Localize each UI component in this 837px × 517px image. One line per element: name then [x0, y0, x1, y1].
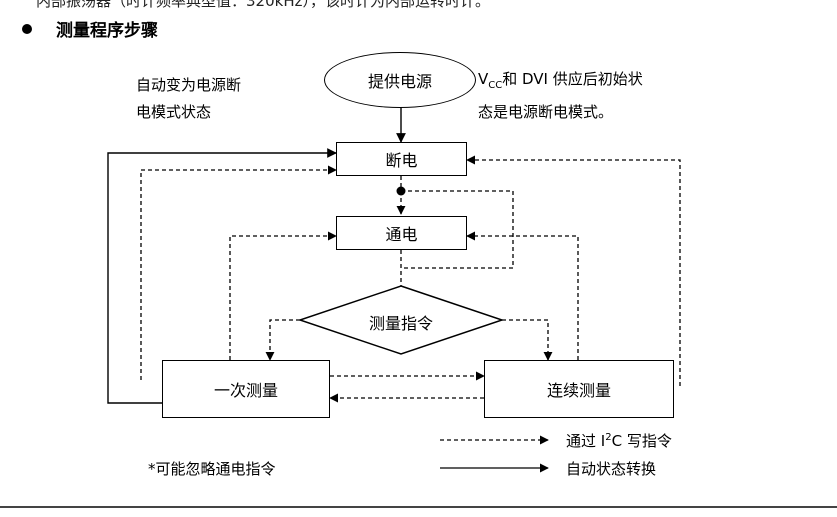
section-heading: 测量程序步骤	[22, 16, 158, 41]
note-right-line1: VCC和 DVI 供应后初始状	[478, 70, 643, 91]
arrow-junction-bypass	[401, 190, 514, 269]
legend-dashed-label: 通过 I2C 写指令	[566, 432, 672, 450]
arrow-onetime-cmd-to-powerdown	[140, 165, 337, 380]
arrow-diamond-to-onetime	[265, 319, 300, 361]
arrow-onetime-auto-to-powerdown	[107, 148, 337, 404]
arrow-continuous-to-poweron	[466, 231, 579, 360]
junction-dot	[396, 186, 406, 196]
arrow-diamond-to-continuous	[502, 319, 553, 361]
note-initial-state: VCC和 DVI 供应后初始状 态是电源断电模式。	[478, 66, 643, 126]
bullet-icon	[22, 23, 32, 34]
node-continuous-measurement: 连续测量	[484, 360, 674, 418]
node-one-time-measurement: 一次测量	[162, 360, 330, 418]
top-text-line: 内部振荡器（时计频率典型值：320kHz），该时计为内部运转时计。	[36, 0, 490, 10]
node-measure-command: 测量指令	[368, 314, 433, 333]
note-right-line2: 态是电源断电模式。	[478, 103, 614, 121]
node-power-down: 断电	[336, 142, 467, 176]
decision-diamond	[297, 285, 505, 355]
bottom-rule	[0, 506, 837, 508]
note-left-line2: 电模式状态	[136, 103, 212, 121]
arrow-continuous-to-powerdown	[466, 155, 681, 386]
heading-text: 测量程序步骤	[56, 21, 158, 41]
footnote-ignore-power-on: *可能忽略通电指令	[148, 460, 276, 478]
arrow-onetime-to-poweron	[229, 231, 337, 360]
node-power-on: 通电	[336, 216, 467, 250]
note-auto-power-down: 自动变为电源断 电模式状态	[136, 72, 241, 126]
note-left-line1: 自动变为电源断	[136, 76, 242, 94]
node-power-supply: 提供电源	[324, 52, 476, 108]
legend-solid-label: 自动状态转换	[566, 460, 657, 478]
